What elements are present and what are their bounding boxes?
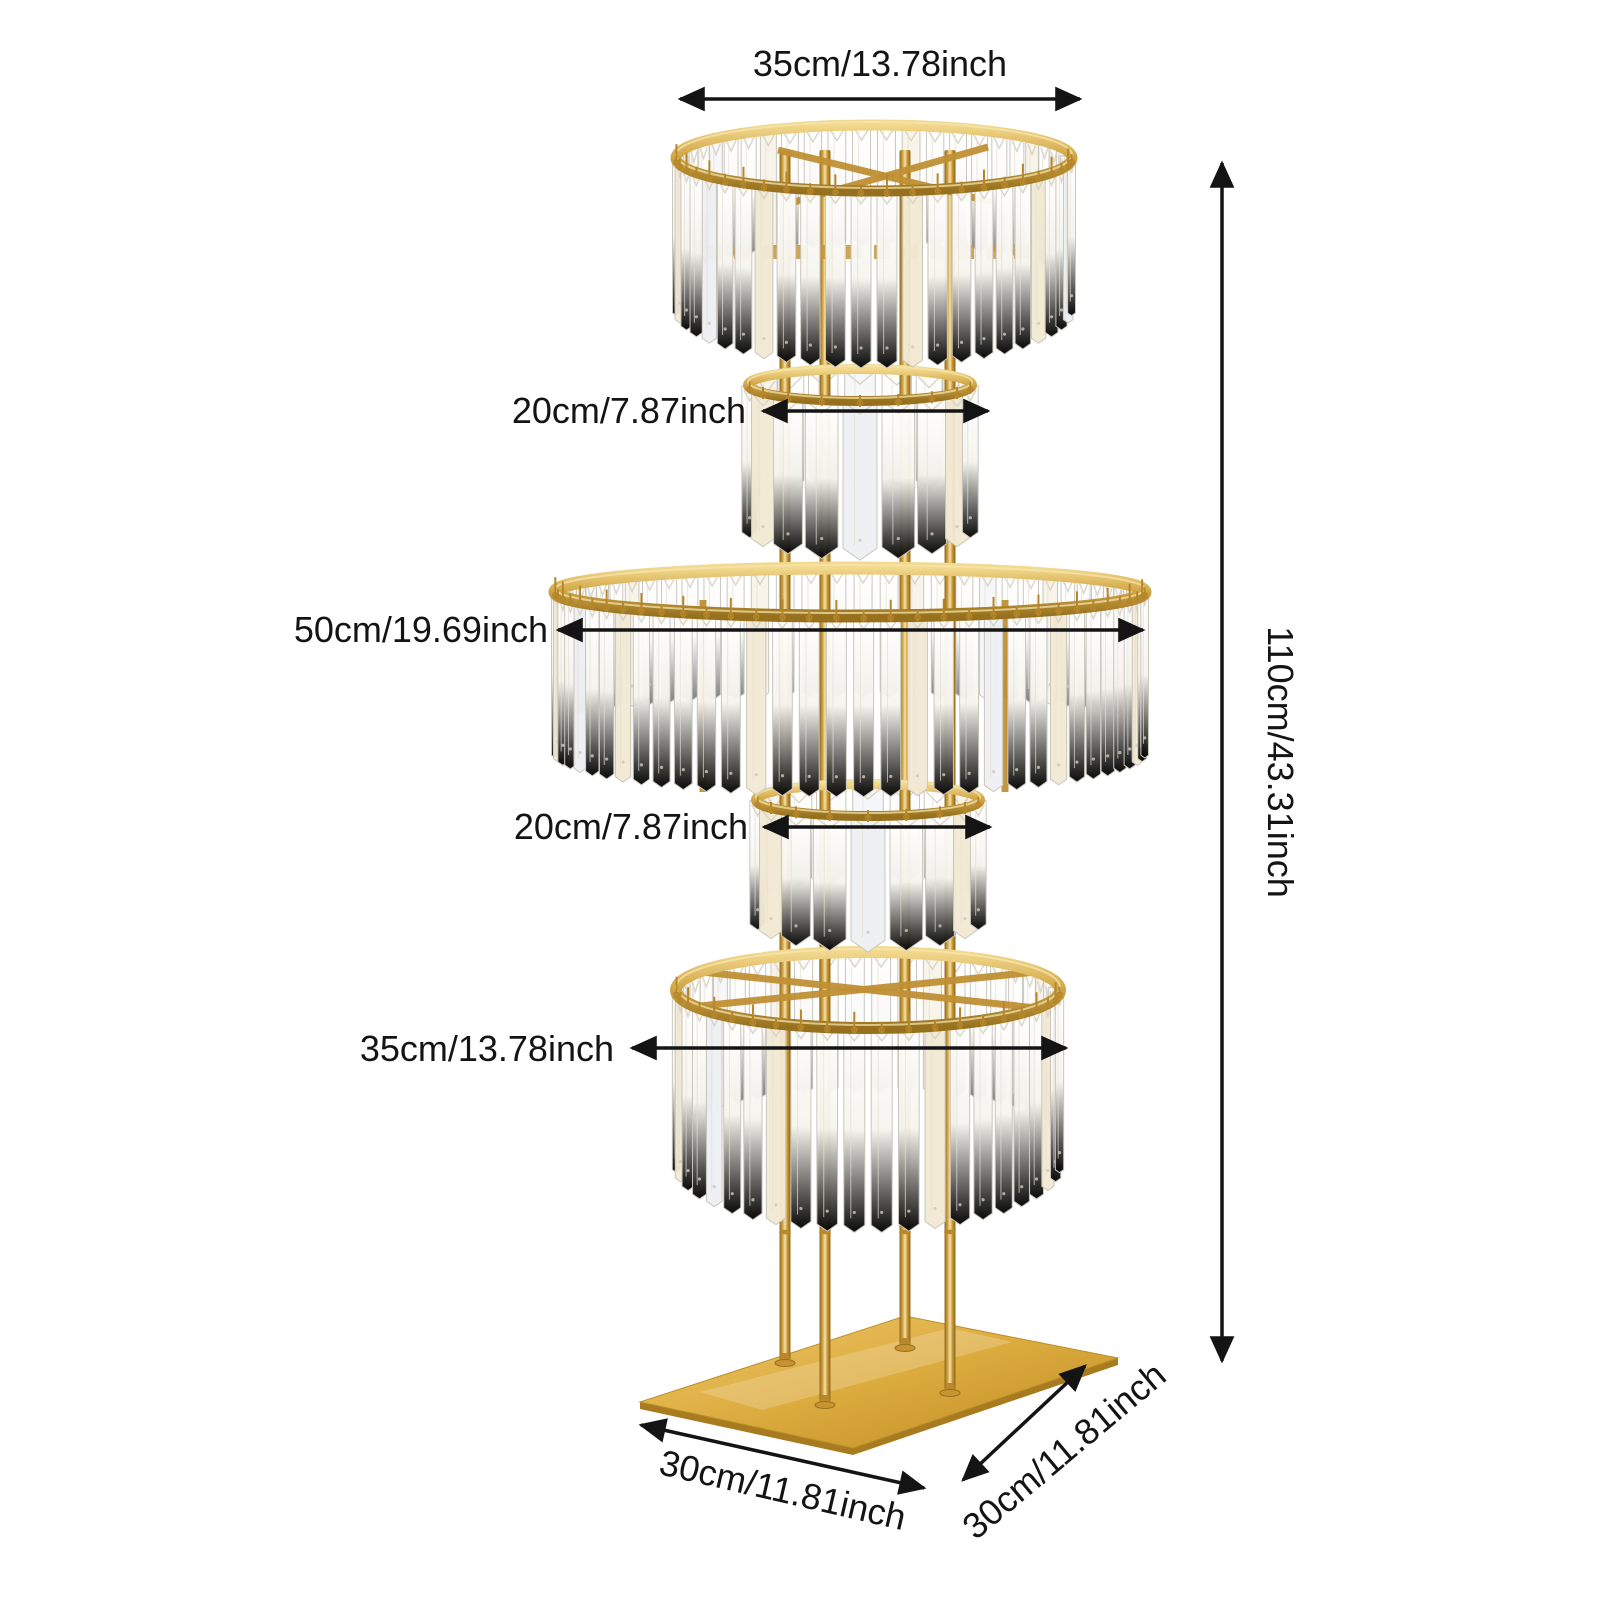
dim-label-tier3-width: 50cm/19.69inch <box>294 609 548 650</box>
dim-label-tier1-width: 35cm/13.78inch <box>753 43 1007 84</box>
dim-label-tier5-width: 35cm/13.78inch <box>360 1028 614 1069</box>
tier4-crystal-drum <box>749 779 987 953</box>
dim-label-total-height: 110cm/43.31inch <box>1260 626 1301 898</box>
dim-arrow-base-side <box>961 1364 1087 1482</box>
dim-arrow-base-front <box>638 1418 927 1495</box>
dim-label-tier4-width: 20cm/7.87inch <box>514 806 748 847</box>
crystal-floor-lamp-illustration <box>548 119 1152 1455</box>
tier3-crystal-drum <box>548 561 1152 798</box>
dim-label-tier2-width: 20cm/7.87inch <box>512 390 746 431</box>
base-plate <box>638 1315 1120 1455</box>
tier1-crystal-drum <box>670 119 1078 369</box>
tier2-crystal-drum <box>741 364 979 561</box>
